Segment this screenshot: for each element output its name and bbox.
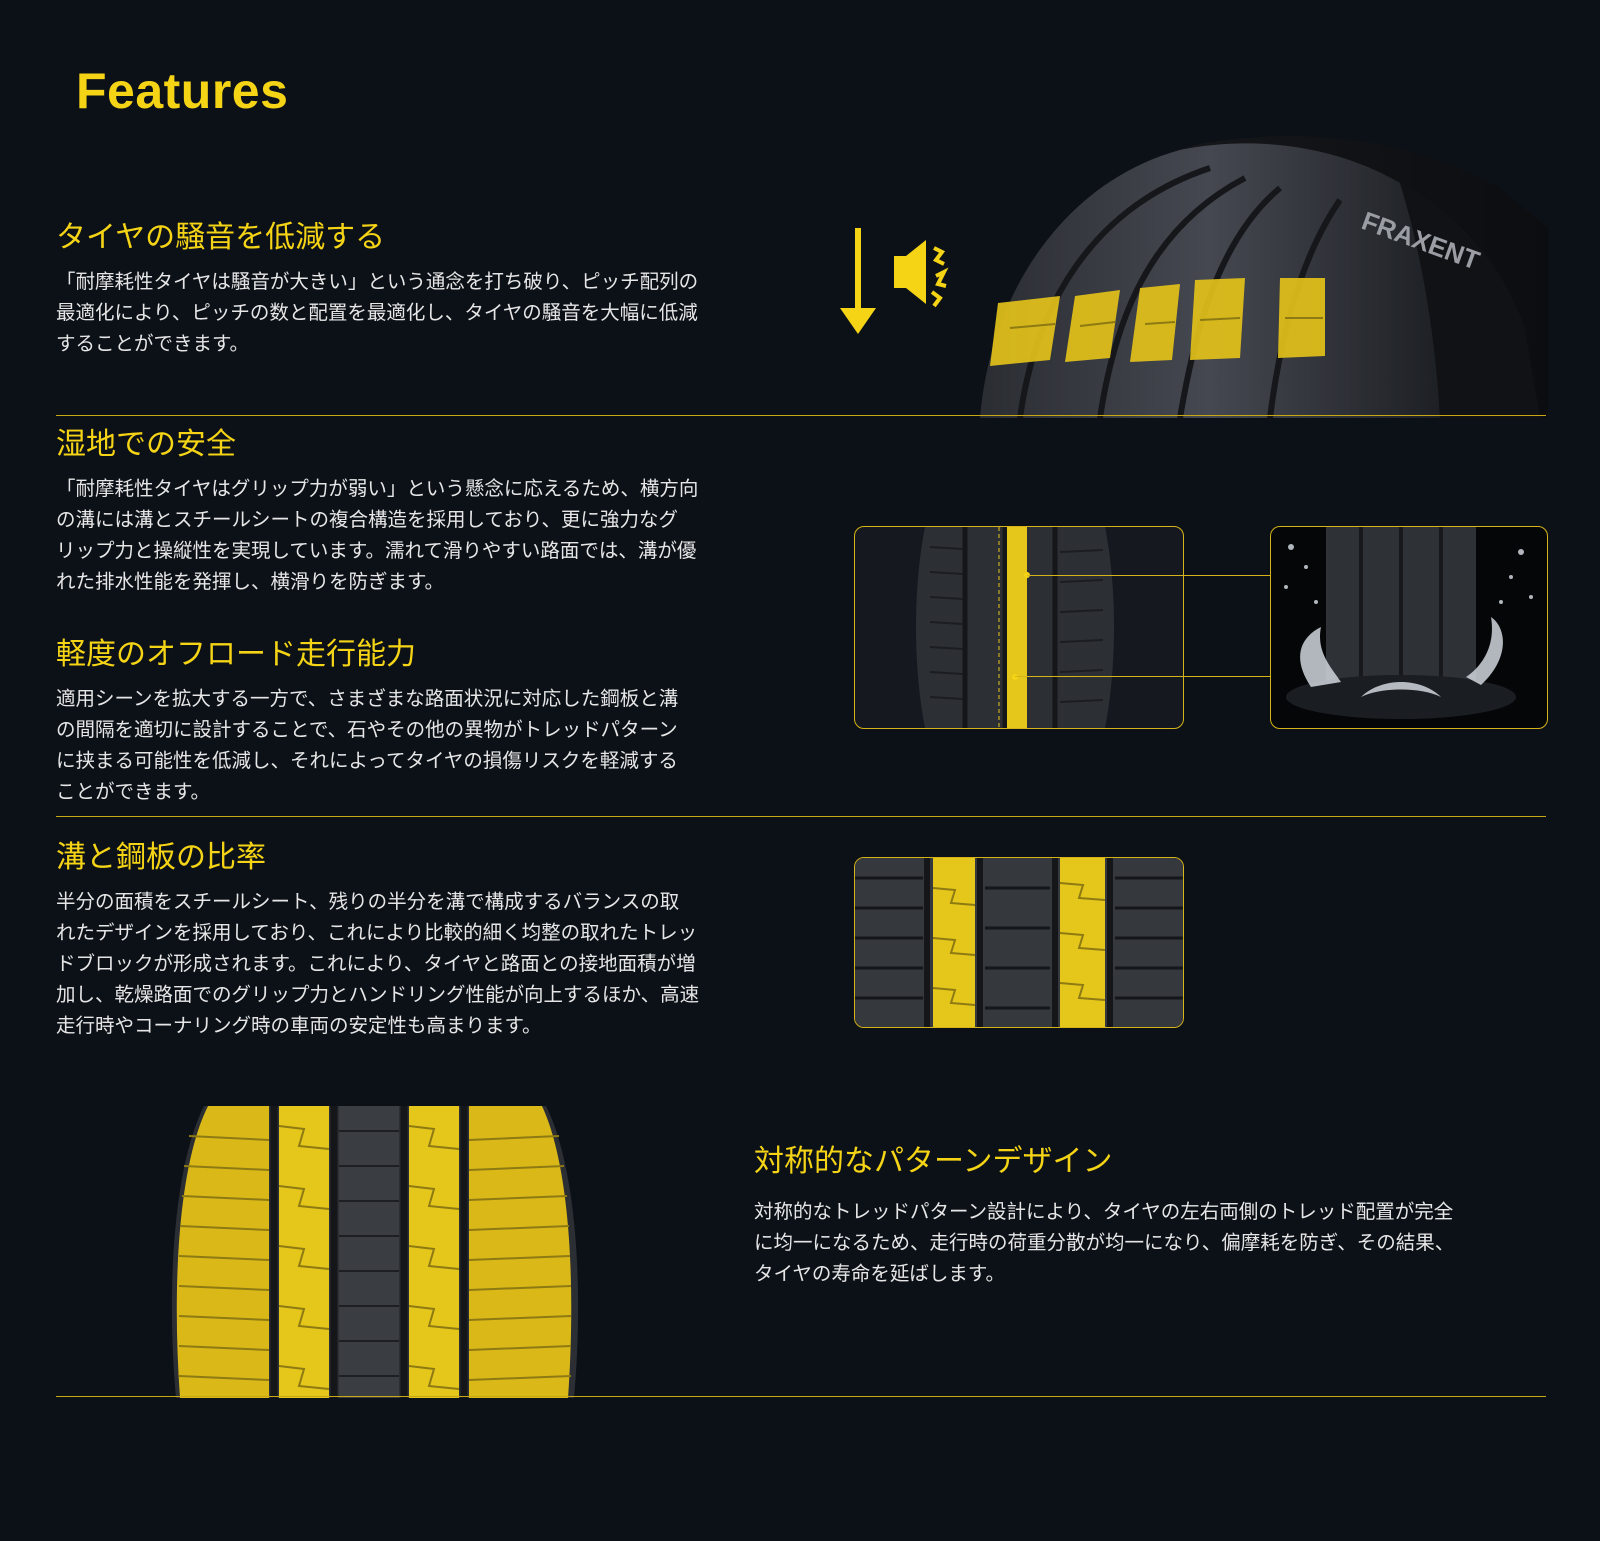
tire-side-image: FRAXENT	[980, 136, 1548, 418]
feature-text-line: リップ力と操縦性を実現しています。濡れて滑りやすい路面では、溝が優	[56, 539, 697, 562]
feature-wet-safety: 湿地での安全 「耐摩耗性タイヤはグリップ力が弱い」という懸念に応えるため、横方向…	[56, 425, 776, 597]
section-divider	[56, 1396, 1546, 1397]
feature-text-line: 走行時やコーナリング時の車両の安定性も高まります。	[56, 1014, 542, 1037]
feature-heading: 溝と鋼板の比率	[56, 840, 266, 875]
feature-text-line: に均一になるため、走行時の荷重分散が均一になり、偏摩耗を防ぎ、その結果、	[754, 1231, 1455, 1254]
feature-text-line: 「耐摩耗性タイヤは騒音が大きい」という通念を打ち破り、ピッチ配列の	[56, 270, 699, 293]
tread-groove-image	[854, 526, 1184, 729]
feature-groove-ratio: 溝と鋼板の比率 半分の面積をスチールシート、残りの半分を溝で構成するバランスの取…	[56, 838, 776, 1041]
feature-text-line: 半分の面積をスチールシート、残りの半分を溝で構成するバランスの取	[56, 890, 680, 913]
feature-text-line: ドブロックが形成されます。これにより、タイヤと路面との接地面積が増	[56, 952, 696, 975]
feature-text-line: に挟まる可能性を低減し、それによってタイヤの損傷リスクを軽減する	[56, 749, 678, 772]
feature-text-line: タイヤの寿命を延ばします。	[754, 1262, 1005, 1285]
feature-offroad: 軽度のオフロード走行能力 適用シーンを拡大する一方で、さまざまな路面状況に対応し…	[56, 635, 776, 807]
noise-icon-group	[840, 228, 949, 334]
feature-text-line: れたデザインを採用しており、これにより比較的細く均整の取れたトレッ	[56, 921, 698, 944]
feature-text-line: 適用シーンを拡大する一方で、さまざまな路面状況に対応した鋼板と溝	[56, 687, 679, 710]
connector-line	[1015, 676, 1272, 677]
connector-line	[1027, 575, 1272, 576]
feature-text-line: 加し、乾燥路面でのグリップ力とハンドリング性能が向上するほか、高速	[56, 983, 700, 1006]
page-title: Features	[76, 63, 289, 119]
feature-heading: 対称的なパターンデザイン	[754, 1144, 1113, 1179]
feature-text-line: ことができます。	[56, 780, 211, 803]
down-arrow-icon	[840, 228, 876, 334]
feature-heading: タイヤの騒音を低減する	[56, 220, 386, 255]
feature-heading: 軽度のオフロード走行能力	[56, 637, 416, 672]
feature-text-line: 最適化により、ピッチの数と配置を最適化し、タイヤの騒音を大幅に低減	[56, 301, 698, 324]
feature-text-line: の間隔を適切に設計することで、石やその他の異物がトレッドパターン	[56, 718, 678, 741]
tread-ratio-image	[854, 857, 1184, 1028]
section-divider	[56, 816, 1546, 817]
feature-text-line: れた排水性能を発揮し、横滑りを防ぎます。	[56, 570, 445, 593]
feature-text-line: することができます。	[56, 332, 250, 355]
section-divider	[56, 415, 1546, 416]
speaker-sound-icon	[894, 240, 949, 308]
feature-heading: 湿地での安全	[56, 427, 236, 462]
feature-text-line: 対称的なトレッドパターン設計により、タイヤの左右両側のトレッド配置が完全	[754, 1200, 1454, 1223]
water-splash-image	[1270, 526, 1548, 729]
feature-noise-reduction: タイヤの騒音を低減する 「耐摩耗性タイヤは騒音が大きい」という通念を打ち破り、ピ…	[56, 218, 776, 359]
tire-front-tread-image	[171, 1106, 579, 1398]
feature-symmetric-pattern: 対称的なパターンデザイン 対称的なトレッドパターン設計により、タイヤの左右両側の…	[754, 1142, 1534, 1289]
feature-text-line: の溝には溝とスチールシートの複合構造を採用しており、更に強力なグ	[56, 508, 679, 531]
feature-text-line: 「耐摩耗性タイヤはグリップ力が弱い」という懸念に応えるため、横方向	[56, 477, 699, 500]
